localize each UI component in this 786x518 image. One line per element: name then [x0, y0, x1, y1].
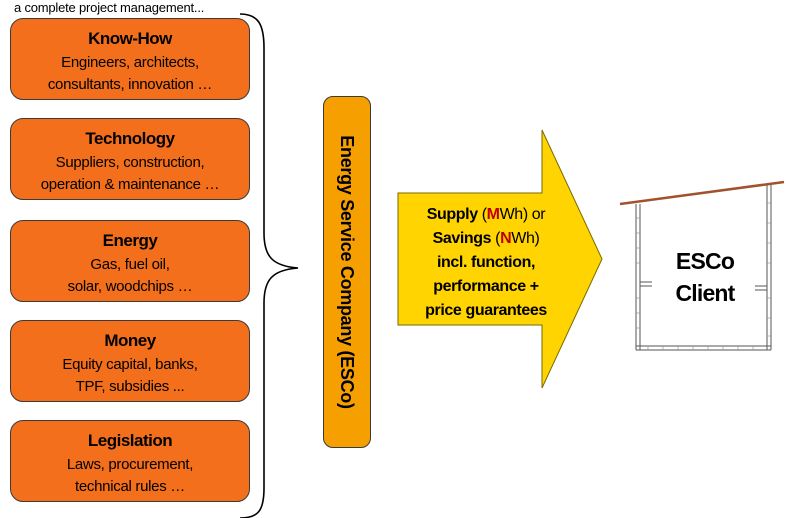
- esco-bar-label: Energy Service Company (ESCo): [337, 135, 357, 409]
- provider-line: Engineers, architects,: [61, 54, 199, 71]
- provider-line: operation & maintenance …: [40, 176, 220, 193]
- curly-brace: [239, 13, 299, 518]
- house-icon: [619, 180, 785, 351]
- provider-box-money: Money Equity capital, banks, TPF, subsid…: [10, 320, 250, 402]
- unit-n: N: [500, 230, 512, 247]
- caption: a complete project management...: [14, 0, 205, 15]
- arrow-line-savings: Savings (NWh): [432, 230, 540, 247]
- provider-line: TPF, subsidies ...: [75, 378, 185, 395]
- provider-line: consultants, innovation …: [47, 76, 213, 93]
- arrow-right-icon: [397, 129, 603, 389]
- savings-word: Savings: [432, 230, 492, 247]
- unit-wh: Wh: [511, 230, 535, 247]
- provider-line: Suppliers, construction,: [55, 154, 205, 171]
- provider-box-legislation: Legislation Laws, procurement, technical…: [10, 420, 250, 502]
- provider-line: Gas, fuel oil,: [90, 256, 170, 273]
- client-label: ESCo Client: [650, 245, 760, 309]
- esco-bar: Energy Service Company (ESCo): [323, 96, 371, 448]
- provider-title: Legislation: [87, 431, 173, 450]
- arrow-text: Supply (MWh) or Savings (NWh) incl. func…: [397, 203, 575, 323]
- provider-box-energy: Energy Gas, fuel oil, solar, woodchips …: [10, 220, 250, 302]
- provider-line: Laws, procurement,: [66, 456, 194, 473]
- provider-title: Technology: [85, 129, 175, 148]
- supply-or: or: [531, 206, 546, 223]
- provider-title: Energy: [102, 231, 158, 250]
- provider-box-technology: Technology Suppliers, construction, oper…: [10, 118, 250, 200]
- arrow-line-performance: performance +: [433, 278, 539, 295]
- unit-m: M: [486, 206, 500, 223]
- unit-wh: Wh: [499, 206, 524, 223]
- arrow-line-guarantees: price guarantees: [425, 302, 547, 319]
- provider-title: Money: [104, 331, 156, 350]
- arrow-line-function: incl. function,: [437, 254, 535, 271]
- provider-line: solar, woodchips …: [67, 278, 193, 295]
- client-label-line1: ESCo: [675, 248, 735, 274]
- provider-line: Equity capital, banks,: [62, 356, 198, 373]
- supply-word: Supply: [426, 206, 478, 223]
- provider-title: Know-How: [88, 29, 172, 48]
- client-label-line2: Client: [675, 280, 735, 306]
- provider-line: technical rules …: [75, 478, 185, 495]
- arrow-line-supply: Supply (MWh) or: [426, 206, 546, 223]
- provider-box-know-how: Know-How Engineers, architects, consulta…: [10, 18, 250, 100]
